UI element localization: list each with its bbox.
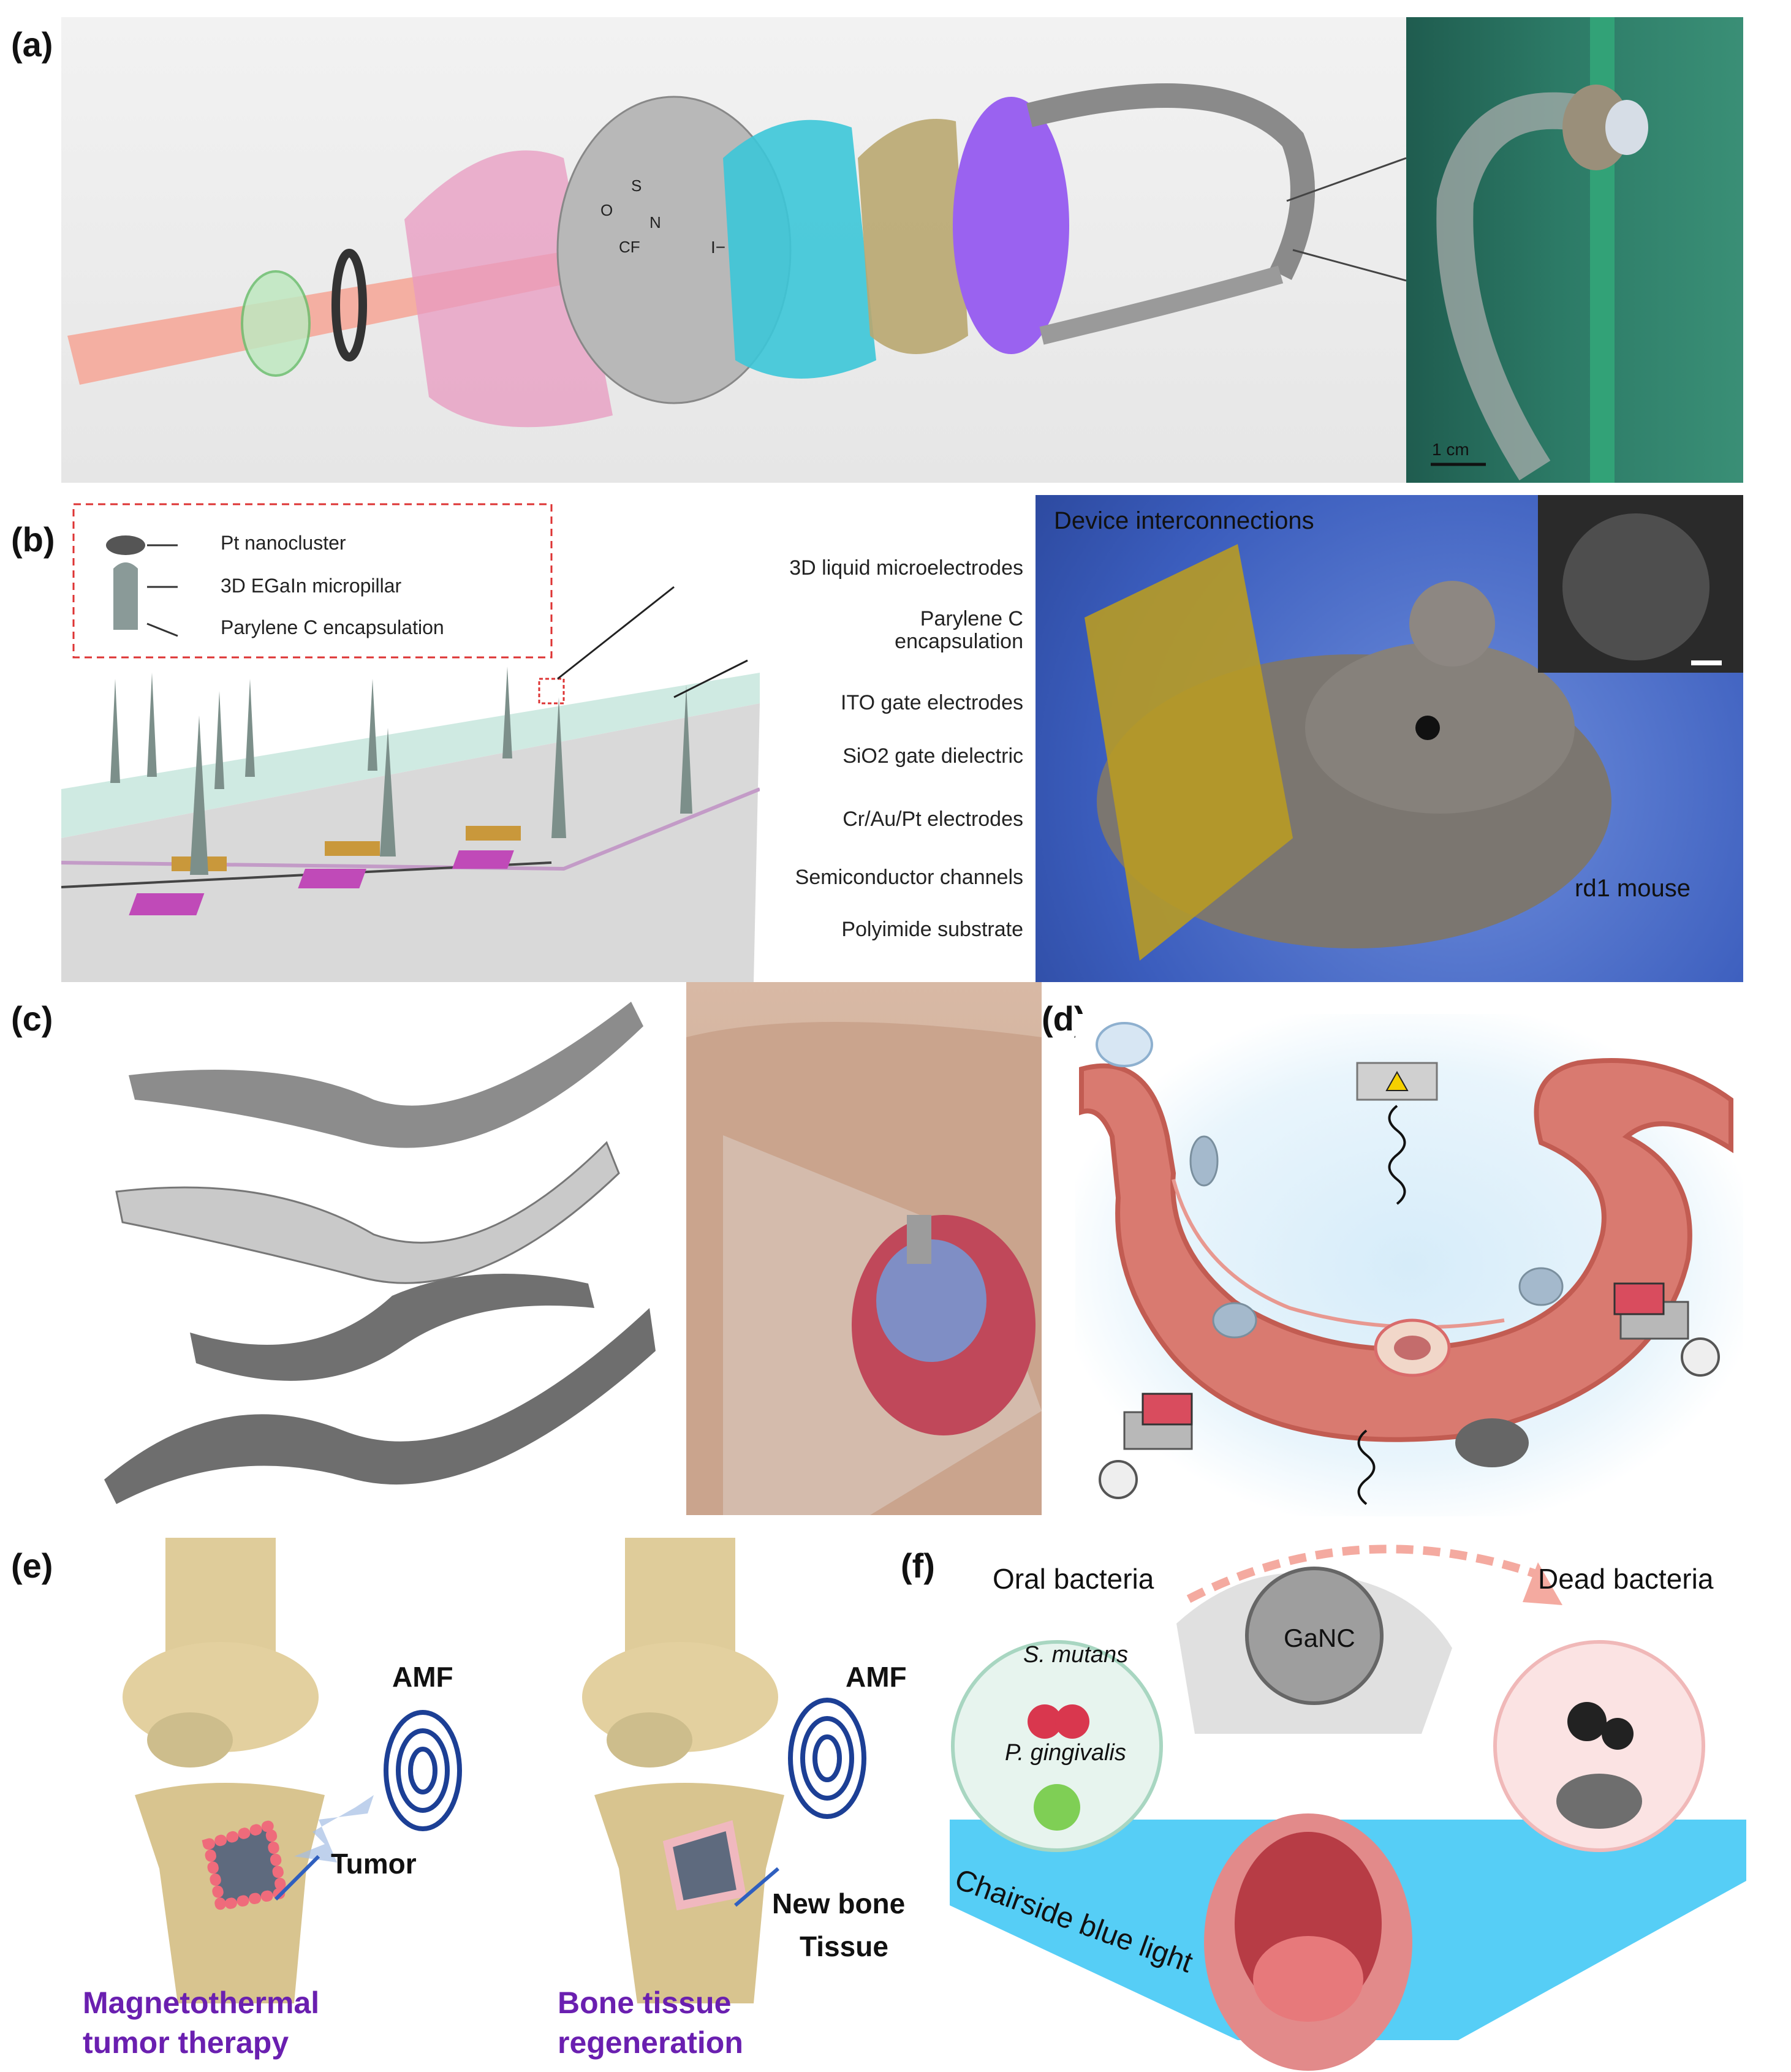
mouse-with-device — [1085, 495, 1743, 961]
panel-a-letter: (a) — [11, 25, 53, 64]
layer-label-3d-microelectrodes: 3D liquid microelectrodes — [789, 556, 1023, 580]
caption-bone-regeneration-line2: regeneration — [558, 2025, 743, 2060]
panel-d-stomach — [1075, 1014, 1743, 1516]
inset-label-egain-micropillar: 3D EGaIn micropillar — [221, 575, 402, 597]
knee-tumor-diagram — [123, 1538, 462, 2003]
caption-magnetothermal-line1: Magnetothermal — [83, 1986, 320, 2020]
scale-bar-label: 1 cm — [1432, 440, 1469, 459]
panel-f-letter: (f) — [901, 1546, 935, 1585]
oral-bacteria-title: Oral bacteria — [993, 1563, 1154, 1595]
panel-b-mouse-photo: Device interconnections rd1 mouse — [1036, 495, 1743, 982]
retina-device-exploded-view — [67, 83, 1406, 428]
panel-b-device-illustration: Pt nanocluster 3D EGaIn micropillar Pary… — [61, 495, 760, 982]
caption-bone-regeneration-line1: Bone tissue — [558, 1986, 732, 2020]
stomach-diagram — [1079, 1022, 1733, 1505]
panel-f-mouth: Oral bacteria Dead bacteria S. mutans P.… — [950, 1538, 1746, 2072]
panel-c-chest-render — [686, 982, 1042, 1515]
panel-b-letter: (b) — [11, 520, 55, 559]
panel-c-letter: (c) — [11, 999, 53, 1038]
ganc-label: GaNC — [1284, 1624, 1355, 1652]
species-p-gingivalis: P. gingivalis — [1005, 1740, 1126, 1766]
panel-b-layer-labels: 3D liquid microelectrodes Parylene C enc… — [705, 556, 1023, 948]
panel-e-left-knee: AMF Tumor Magnetothermal tumor therapy — [67, 1538, 496, 2065]
photo-title: Device interconnections — [1054, 507, 1314, 534]
amf-label-right: AMF — [846, 1661, 907, 1693]
formula-char-s: S — [631, 176, 642, 195]
stretchable-layer-stack — [104, 1002, 656, 1504]
photo-caption: rd1 mouse — [1575, 875, 1691, 902]
panel-a-photo: 1 cm — [1406, 17, 1743, 483]
inset-label-parylene: Parylene C encapsulation — [221, 616, 444, 638]
layer-label-semiconductor: Semiconductor channels — [795, 866, 1023, 889]
oral-bacteria-diagram — [950, 1545, 1746, 2071]
species-s-mutans: S. mutans — [1023, 1642, 1129, 1668]
layer-label-ito: ITO gate electrodes — [841, 691, 1023, 714]
panel-e-right-knee: AMF New bone Tissue Bone tissue regenera… — [539, 1538, 968, 2065]
caption-magnetothermal-line2: tumor therapy — [83, 2025, 289, 2060]
micropillar-array — [61, 503, 760, 982]
amf-label-left: AMF — [392, 1661, 453, 1693]
panel-a-illustration: O S N CF I− — [61, 17, 1406, 483]
knee-bone-regeneration-diagram — [582, 1538, 866, 2003]
panel-c-layers — [98, 989, 662, 1510]
inset-label-pt-nanocluster: Pt nanocluster — [221, 532, 346, 554]
layer-label-parylene: Parylene C encapsulation — [895, 607, 1023, 654]
layer-label-polyimide: Polyimide substrate — [841, 918, 1023, 941]
dead-bacteria-title: Dead bacteria — [1538, 1563, 1714, 1595]
wire-bundle-photo — [1431, 17, 1648, 483]
heart-implant-render — [686, 1022, 1042, 1515]
formula-char-cf: CF — [619, 238, 640, 256]
formula-char-o: O — [600, 201, 613, 219]
new-bone-label-line2: Tissue — [800, 1930, 888, 1962]
layer-label-electrodes: Cr/Au/Pt electrodes — [842, 807, 1023, 831]
formula-char-iodide: I− — [711, 238, 726, 257]
tumor-label: Tumor — [331, 1848, 417, 1880]
panel-e-letter: (e) — [11, 1546, 53, 1585]
formula-char-n: N — [649, 213, 661, 232]
new-bone-label-line1: New bone — [772, 1888, 906, 1919]
layer-label-sio2: SiO2 gate dielectric — [842, 744, 1023, 768]
